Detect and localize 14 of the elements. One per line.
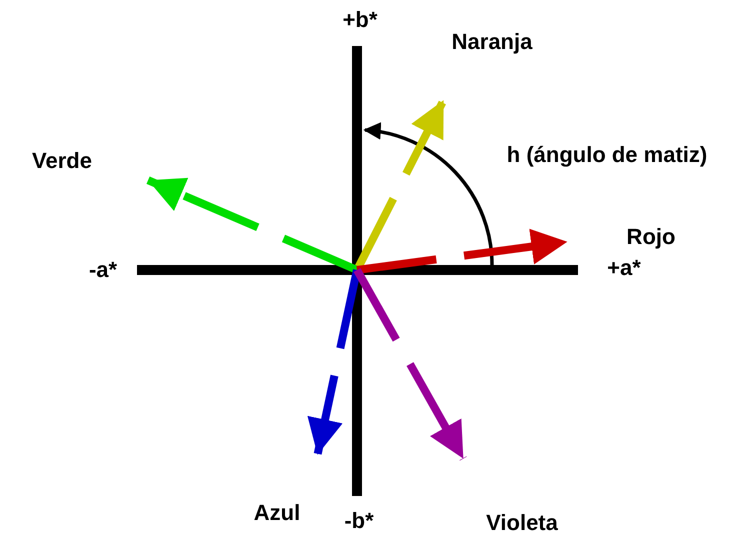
axis-label: +a* — [607, 257, 641, 279]
color-label: Rojo — [626, 226, 676, 248]
color-label: Violeta — [486, 512, 558, 534]
arrow — [356, 228, 568, 274]
arrow — [354, 268, 467, 461]
arrow — [146, 176, 359, 274]
angle-label: h (ángulo de matiz) — [506, 144, 708, 166]
color-label: Verde — [32, 150, 92, 172]
color-label: Naranja — [452, 31, 532, 53]
axis-label: -b* — [344, 510, 374, 532]
color-label: Azul — [254, 502, 300, 524]
axis-label: +b* — [342, 9, 378, 31]
axis-label: -a* — [88, 259, 118, 281]
arrow — [307, 269, 361, 456]
